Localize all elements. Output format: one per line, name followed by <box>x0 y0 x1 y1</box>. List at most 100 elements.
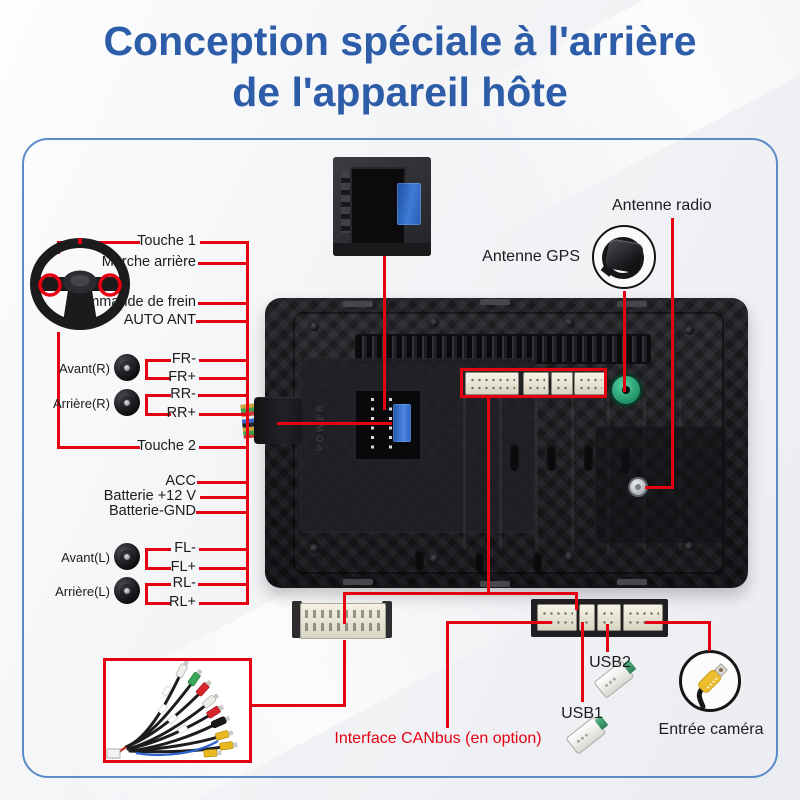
label-avant-r: Avant(R) <box>58 361 110 376</box>
red-line <box>145 359 171 362</box>
red-line <box>198 262 249 265</box>
fuse-icon <box>397 183 421 225</box>
red-line <box>487 398 490 594</box>
red-line <box>383 256 386 410</box>
rca-plug-icon <box>696 663 728 709</box>
label-rl-plus: RL+ <box>168 594 196 610</box>
label-marche-arriere: Marche arrière <box>101 254 196 270</box>
main-connectors-highlight-box <box>460 368 607 398</box>
red-line <box>196 320 249 323</box>
label-fl-minus: FL- <box>174 540 196 556</box>
gps-antenna-jack <box>609 373 643 407</box>
mount-tab <box>343 579 373 585</box>
fuse-icon <box>393 404 411 442</box>
right-lower-panel <box>595 426 727 544</box>
screw <box>685 542 694 551</box>
label-entree-camera: Entrée caméra <box>658 721 764 738</box>
label-batterie-12v: Batterie +12 V <box>103 488 196 504</box>
red-line <box>145 377 171 380</box>
rib-slot <box>584 443 593 471</box>
red-line <box>145 413 171 416</box>
label-rl-minus: RL- <box>172 575 196 591</box>
red-line <box>343 640 346 707</box>
rib-slot <box>547 443 556 471</box>
red-line <box>575 592 578 610</box>
camera-input-icon <box>679 650 741 712</box>
red-line <box>446 621 449 728</box>
main-harness-plug <box>254 397 302 444</box>
red-line <box>250 704 346 707</box>
camera-connector <box>574 372 606 395</box>
rca-harness-highlight-box <box>103 658 252 763</box>
rib-slot <box>475 550 484 572</box>
label-canbus: Interface CANbus (en option) <box>334 730 542 747</box>
pin-column <box>371 398 374 452</box>
mount-tab <box>480 581 510 587</box>
red-line <box>57 446 140 449</box>
red-line <box>200 241 249 244</box>
pin-row <box>305 623 381 631</box>
red-line <box>199 359 249 362</box>
label-antenne-radio: Antenne radio <box>612 197 712 214</box>
red-line <box>199 602 249 605</box>
label-acc: ACC <box>165 473 196 489</box>
bottom-20pin-connector <box>292 600 392 640</box>
rib-slot <box>510 443 519 471</box>
red-line <box>145 394 148 416</box>
page-title: Conception spéciale à l'arrière de l'app… <box>0 16 800 118</box>
screw <box>310 322 319 331</box>
red-line <box>581 622 584 702</box>
label-rr-plus: RR+ <box>166 405 196 421</box>
red-line <box>645 621 711 624</box>
red-line <box>145 394 171 397</box>
label-antenne-gps: Antenne GPS <box>482 248 580 265</box>
red-line <box>198 394 249 397</box>
mount-tab <box>617 301 647 307</box>
red-line <box>145 359 148 380</box>
red-line <box>446 621 552 624</box>
red-line <box>708 621 711 651</box>
connector-shadow <box>333 243 431 256</box>
red-line <box>246 241 249 605</box>
red-line <box>57 332 60 449</box>
rca-output-connector <box>465 372 519 395</box>
page-title-line1: Conception spéciale à l'arrière <box>103 18 697 64</box>
label-usb2: USB2 <box>589 654 631 671</box>
head-unit-rear: POWER <box>265 298 748 588</box>
label-touche2: Touche 2 <box>137 438 196 454</box>
canbus-connector-block <box>537 604 577 631</box>
power-socket <box>353 388 423 462</box>
red-line <box>606 624 609 652</box>
red-line <box>198 583 249 586</box>
mount-tab <box>343 301 373 307</box>
steering-wheel-icon <box>30 238 130 330</box>
usb-connector <box>523 372 549 395</box>
label-batterie-gnd: Batterie-GND <box>108 503 196 519</box>
mount-tab <box>617 579 647 585</box>
label-usb1: USB1 <box>561 705 603 722</box>
red-line <box>199 377 249 380</box>
pin-column <box>389 398 392 452</box>
red-line <box>200 496 249 499</box>
screw <box>430 554 439 563</box>
connector-socket <box>350 167 406 245</box>
power-molded-text: POWER <box>315 402 325 452</box>
usb2-connector-block <box>597 604 621 631</box>
label-fr-minus: FR- <box>171 351 196 367</box>
red-line <box>197 481 249 484</box>
gps-puck <box>604 238 645 274</box>
red-line <box>199 567 249 570</box>
camera-connector-block <box>623 604 663 631</box>
usb-connector <box>551 372 573 395</box>
speaker-jack-icon <box>114 354 140 381</box>
label-fl-plus: FL+ <box>170 559 196 575</box>
page-title-line2: de l'appareil hôte <box>232 69 568 115</box>
rca-harness-illustration <box>106 661 238 759</box>
red-line <box>645 486 674 489</box>
label-fr-plus: FR+ <box>168 369 196 385</box>
label-auto-ant: AUTO ANT <box>123 312 196 328</box>
red-line <box>199 548 249 551</box>
screw <box>310 544 319 553</box>
label-touche1: Touche 1 <box>137 233 196 249</box>
